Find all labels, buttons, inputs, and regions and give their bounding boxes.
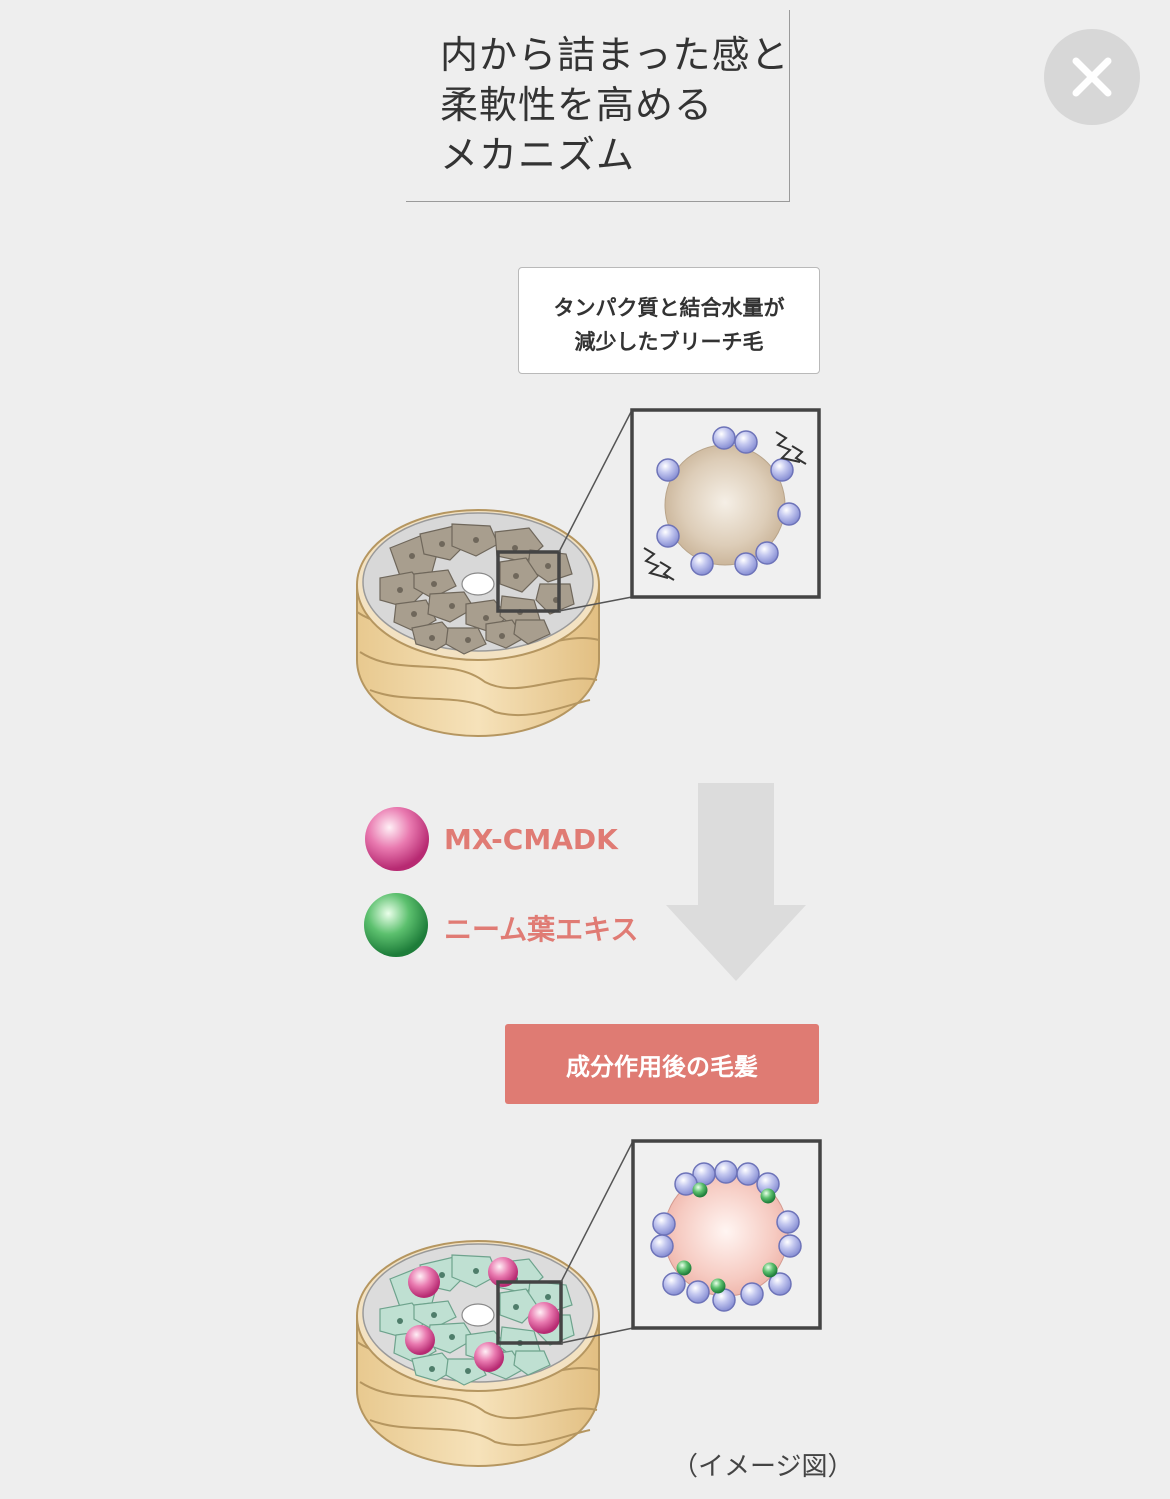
- after-zoom-box: [631, 1139, 822, 1330]
- legend-label-mx-cmadk: MX-CMADK: [444, 823, 618, 856]
- down-arrow: [666, 783, 806, 981]
- close-icon: [1072, 57, 1112, 97]
- mx-cmadk-sphere-icon: [365, 807, 429, 871]
- before-hair-section: [356, 409, 633, 737]
- before-label-line-2: 減少したブリーチ毛: [574, 330, 764, 354]
- legend-label-neem-leaf-extract: ニーム葉エキス: [444, 913, 639, 946]
- title-line-2: 柔軟性を高める: [440, 83, 714, 127]
- after-hair-section: [356, 1140, 634, 1467]
- before-label-box: タンパク質と結合水量が 減少したブリーチ毛: [518, 267, 820, 374]
- title-line-1: 内から詰まった感と: [440, 33, 790, 77]
- after-label: 成分作用後の毛髪: [566, 1052, 758, 1081]
- after-label-box: 成分作用後の毛髪: [505, 1024, 819, 1104]
- before-label-line-1: タンパク質と結合水量が: [553, 296, 785, 320]
- before-zoom-box: [630, 408, 821, 599]
- image-caption: （イメージ図）: [672, 1452, 854, 1482]
- title-frame: [406, 10, 790, 202]
- close-button[interactable]: [1044, 29, 1140, 125]
- neem-leaf-sphere-icon: [364, 893, 428, 957]
- title-line-3: メカニズム: [440, 133, 636, 177]
